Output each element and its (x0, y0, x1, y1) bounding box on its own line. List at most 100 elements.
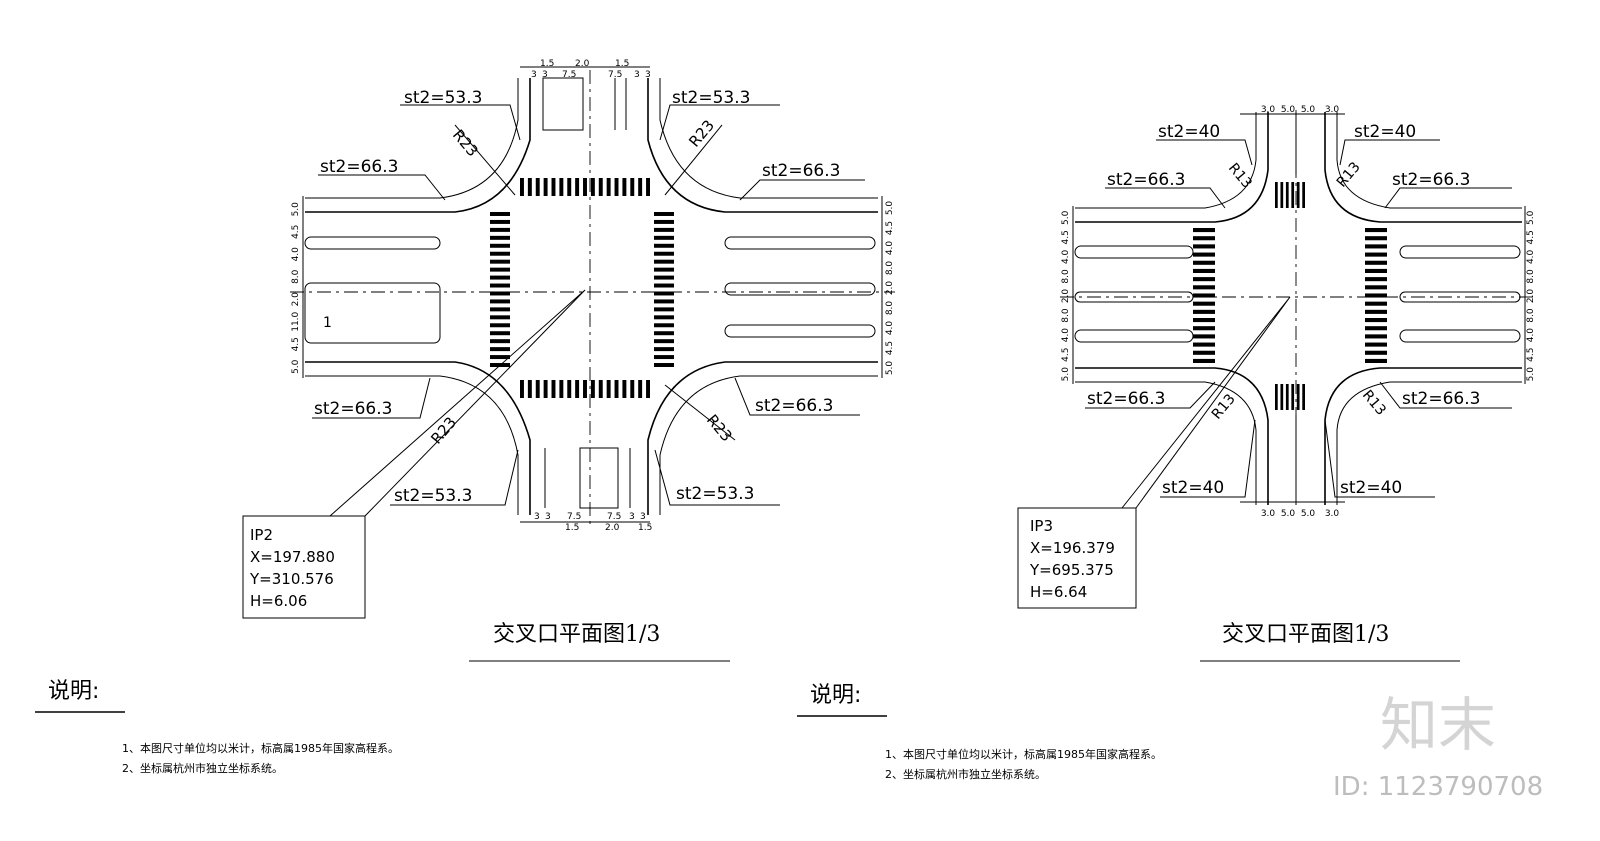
left-crosswalk-s-stripe (535, 380, 540, 398)
left-dim-top-u-1: 2.0 (575, 59, 590, 69)
left-r-ne-leader (664, 124, 723, 196)
left-crosswalk-w-stripe (490, 323, 510, 328)
left-crosswalk-s-stripe (630, 380, 635, 398)
left-r-se: R23 (703, 411, 736, 445)
watermark: 知末 ID: 1123790708 (1333, 691, 1543, 802)
left-dim-left-6: 4.5 (291, 337, 301, 351)
right-walk-se (1336, 381, 1522, 505)
right-r-se: R13 (1359, 387, 1389, 418)
right-crosswalk-w-stripe (1193, 342, 1215, 347)
left-dim-right-8: 5.0 (885, 361, 895, 376)
left-r-sw: R23 (427, 413, 460, 447)
right-dim-top-1: 5.0 (1281, 105, 1296, 115)
right-crosswalk-w-stripe (1193, 285, 1215, 290)
right-island-e2 (1399, 291, 1521, 303)
right-dim-right-7: 4.5 (1526, 348, 1536, 362)
right-crosswalk-w-stripe (1193, 228, 1215, 233)
right-crosswalk-w-stripe (1193, 268, 1215, 273)
left-crosswalks (490, 178, 674, 398)
left-edge-nw (305, 78, 531, 213)
right-dimension-labels: 3.0 5.0 5.0 3.0 3.0 5.0 5.0 3.0 (1261, 105, 1340, 519)
left-island-e3 (724, 324, 876, 338)
left-island-n (542, 77, 584, 131)
left-dim-bot-u-0: 3 (534, 512, 540, 522)
left-lane-mark: 1 (323, 315, 332, 331)
left-edge-se (647, 361, 878, 515)
right-crosswalk-e-stripe (1365, 334, 1387, 339)
right-crosswalk-s-stripe (1285, 384, 1289, 410)
right-dim-left-7: 4.5 (1061, 348, 1071, 362)
left-crosswalk-n-stripe (535, 178, 540, 196)
left-island-w1 (304, 236, 441, 250)
right-edge-nw (1075, 112, 1269, 223)
right-crosswalks (1193, 182, 1387, 410)
left-edge-sw (305, 361, 531, 515)
left-dim-top-l-4: 3 (634, 70, 640, 80)
left-crosswalk-e-stripe (654, 307, 674, 312)
right-dim-left-1: 4.5 (1061, 230, 1071, 244)
left-r-ne: R23 (685, 116, 718, 150)
left-dim-top-u-2: 1.5 (615, 59, 629, 69)
left-dim-right-4: 2.0 (885, 281, 895, 296)
left-crosswalk-e-stripe (654, 315, 674, 320)
left-crosswalk-e-stripe (654, 243, 674, 248)
left-dim-left-3: 8.0 (291, 269, 301, 284)
left-dim-left-0: 5.0 (291, 202, 301, 217)
right-st-top-right: st2=40 (1354, 122, 1416, 142)
left-st-leader-se-bot (654, 449, 780, 506)
left-crosswalk-n-stripe (551, 178, 556, 196)
left-crosswalk-n-stripe (606, 178, 611, 196)
right-dim-right-5: 8.0 (1526, 308, 1536, 323)
right-crosswalk-e-stripe (1365, 285, 1387, 290)
left-dim-left-1: 4.5 (291, 225, 301, 239)
left-dim-right-2: 4.0 (885, 241, 895, 256)
right-island-e1 (1399, 245, 1521, 259)
left-crosswalk-e-stripe (654, 291, 674, 296)
right-crosswalk-e-stripe (1365, 301, 1387, 306)
right-title: 交叉口平面图1/3 (1222, 622, 1389, 647)
right-crosswalk-e-stripe (1365, 318, 1387, 323)
right-dim-right-1: 4.5 (1526, 230, 1536, 244)
left-crosswalk-e-stripe (654, 251, 674, 256)
left-dim-bot-u-5: 3 (640, 512, 646, 522)
left-crosswalk-w-stripe (490, 243, 510, 248)
right-side-dimension-labels: 5.04.54.08.02.08.04.04.55.05.04.54.08.02… (1061, 210, 1536, 381)
left-r-se-leader (664, 384, 736, 441)
left-island-s (579, 447, 619, 509)
notes-right: 说明: 1、本图尺寸单位均以米计，标高属1985年国家高程系。 2、坐标属杭州市… (797, 683, 1162, 781)
left-crosswalk-s-stripe (551, 380, 556, 398)
right-dim-right-4: 2.0 (1526, 289, 1536, 304)
left-dim-top-l-1: 3 (542, 70, 548, 80)
right-st-leader-sw-bot (1160, 419, 1256, 498)
left-crosswalk-s-stripe (543, 380, 548, 398)
left-dim-bot-l-0: 1.5 (565, 523, 579, 533)
right-st-leader-se-bot (1324, 419, 1435, 498)
watermark-id: ID: 1123790708 (1333, 772, 1543, 802)
left-crosswalk-n-stripe (583, 178, 587, 196)
right-crosswalk-w-stripe (1193, 244, 1215, 249)
left-crosswalk-n-stripe (638, 178, 643, 196)
left-crosswalk-e-stripe (654, 363, 674, 367)
left-st-right-lower: st2=66.3 (755, 396, 833, 416)
left-crosswalk-w-stripe (490, 259, 510, 264)
right-crosswalk-e-stripe (1365, 358, 1387, 363)
left-crosswalk-n-stripe (567, 178, 572, 196)
right-dim-bot-1: 5.0 (1281, 509, 1296, 519)
right-dim-right-2: 4.0 (1526, 249, 1536, 264)
right-crosswalk-e-stripe (1365, 236, 1387, 241)
right-dim-left-4: 2.0 (1061, 289, 1071, 304)
right-crosswalk-e-stripe (1365, 252, 1387, 257)
left-crosswalk-s-stripe (598, 380, 603, 398)
left-crosswalk-w-stripe (490, 235, 510, 240)
right-dim-bot-3: 3.0 (1325, 509, 1340, 519)
left-crosswalk-n-stripe (575, 178, 580, 196)
right-crosswalk-n-stripe (1275, 182, 1278, 208)
left-st-leader-se (734, 377, 860, 416)
right-st-right-upper: st2=66.3 (1392, 170, 1470, 190)
right-dim-top-0: 3.0 (1261, 105, 1276, 115)
left-crosswalk-s-stripe (559, 380, 564, 398)
right-st-leader-nw-top (1156, 139, 1253, 166)
right-crosswalk-s-stripe (1296, 384, 1300, 410)
left-dim-bot-l-1: 2.0 (605, 523, 620, 533)
